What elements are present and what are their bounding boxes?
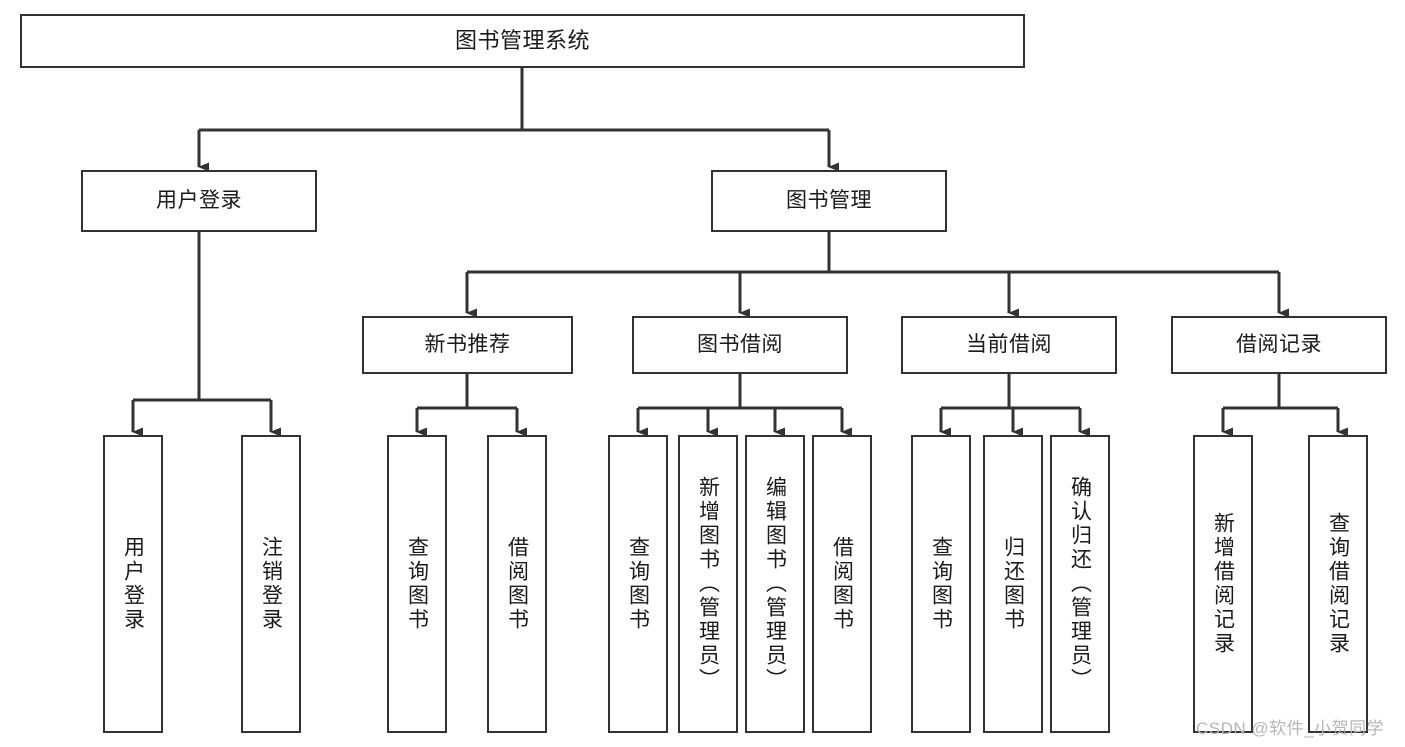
node-label: 借阅图书: [830, 536, 854, 632]
node-leaf-return-book[interactable]: 归还图书: [983, 435, 1043, 733]
connector-bus: [638, 374, 842, 410]
node-label: 新增借阅记录: [1211, 512, 1235, 656]
connector-bus: [941, 374, 1080, 410]
node-book-management[interactable]: 图书管理: [711, 170, 947, 232]
node-label: 确认归还（管理员）: [1068, 476, 1092, 692]
node-leaf-add-record[interactable]: 新增借阅记录: [1193, 435, 1253, 733]
node-label: 查询图书: [626, 536, 650, 632]
node-label: 新增图书（管理员）: [696, 476, 720, 692]
node-leaf-query-book-2[interactable]: 查询图书: [608, 435, 668, 733]
connector-bus: [417, 374, 517, 410]
node-leaf-borrow-book-1[interactable]: 借阅图书: [487, 435, 547, 733]
node-borrow-record[interactable]: 借阅记录: [1171, 316, 1387, 374]
node-leaf-query-book-1[interactable]: 查询图书: [387, 435, 447, 733]
connector-bus: [199, 68, 829, 132]
node-label: 查询借阅记录: [1326, 512, 1350, 656]
node-label: 查询图书: [929, 536, 953, 632]
node-label: 归还图书: [1001, 536, 1025, 632]
connector-bus: [467, 232, 1279, 274]
node-current-borrow[interactable]: 当前借阅: [901, 316, 1117, 374]
node-label: 图书管理系统: [454, 28, 590, 54]
node-root-system[interactable]: 图书管理系统: [20, 14, 1025, 68]
node-leaf-edit-book[interactable]: 编辑图书（管理员）: [745, 435, 805, 733]
node-user-login[interactable]: 用户登录: [81, 170, 317, 232]
node-label: 借阅记录: [1236, 332, 1322, 356]
node-label: 当前借阅: [966, 332, 1052, 356]
node-label: 用户登录: [156, 188, 242, 212]
node-label: 新书推荐: [424, 332, 511, 356]
node-leaf-user-login[interactable]: 用户登录: [103, 435, 163, 733]
node-new-book-recommend[interactable]: 新书推荐: [362, 316, 573, 374]
node-label: 编辑图书（管理员）: [763, 476, 787, 692]
node-leaf-query-record[interactable]: 查询借阅记录: [1308, 435, 1368, 733]
node-leaf-borrow-book-2[interactable]: 借阅图书: [812, 435, 872, 733]
node-label: 用户登录: [121, 536, 145, 632]
node-leaf-add-book[interactable]: 新增图书（管理员）: [678, 435, 738, 733]
node-label: 借阅图书: [505, 536, 529, 632]
node-leaf-query-book-3[interactable]: 查询图书: [911, 435, 971, 733]
node-label: 图书借阅: [697, 332, 783, 356]
node-book-borrow[interactable]: 图书借阅: [632, 316, 848, 374]
node-label: 查询图书: [405, 536, 429, 632]
node-label: 注销登录: [259, 536, 283, 632]
connector-bus: [1223, 374, 1338, 410]
node-leaf-confirm-return[interactable]: 确认归还（管理员）: [1050, 435, 1110, 733]
connector-bus: [133, 232, 271, 402]
node-label: 图书管理: [786, 188, 872, 212]
node-leaf-logout-login[interactable]: 注销登录: [241, 435, 301, 733]
